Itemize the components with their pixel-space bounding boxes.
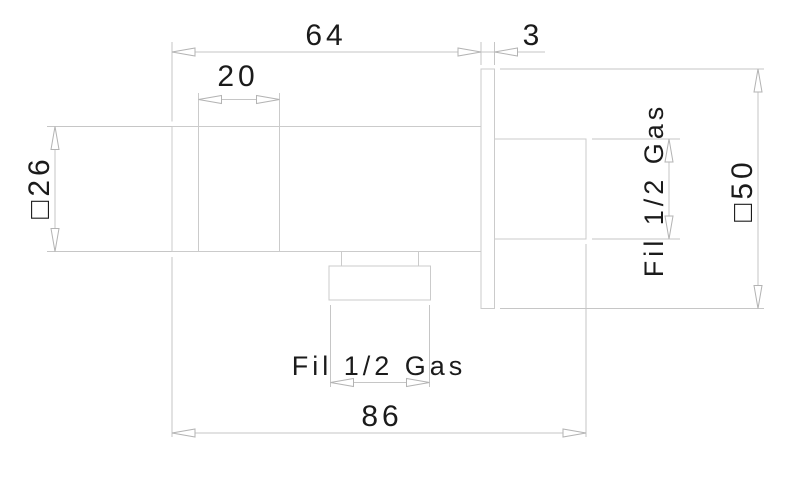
side-outlet-outline <box>494 138 587 240</box>
dim-label-side-thread: Fil 1/2 Gas <box>639 103 669 278</box>
dim-label-3: 3 <box>523 19 544 52</box>
arrow-down-icon <box>753 285 763 309</box>
wall-flange-outline <box>480 68 495 309</box>
valve-body-outline <box>171 126 482 252</box>
arrow-right-icon <box>457 47 482 57</box>
arrow-left-icon <box>198 94 222 105</box>
dim-label-64: 64 <box>305 19 346 52</box>
dimension-86: 86 <box>171 244 587 438</box>
dim-label-20: 20 <box>217 60 258 93</box>
part-geometry <box>171 68 587 309</box>
dimension-bottom-thread: Fil 1/2 Gas <box>292 305 467 388</box>
dimension-square-50: □50 <box>500 68 764 309</box>
dimension-20: 20 <box>198 60 280 105</box>
dim-label-square-50: □50 <box>726 158 759 222</box>
arrow-down-icon <box>50 228 60 252</box>
dim-label-square-26: □26 <box>23 155 56 219</box>
arrow-up-icon <box>753 68 763 93</box>
arrow-left-icon <box>171 428 196 438</box>
arrow-left-icon <box>171 47 196 57</box>
dimension-3: 3 <box>481 19 545 65</box>
dim-label-86: 86 <box>361 400 402 433</box>
arrow-left-icon <box>330 377 354 388</box>
dimension-side-thread: Fil 1/2 Gas <box>592 103 680 278</box>
dim-label-bottom-thread: Fil 1/2 Gas <box>292 351 467 381</box>
arrow-down-icon <box>664 215 674 240</box>
arrow-left-icon <box>494 47 518 57</box>
dimension-64: 64 <box>171 19 482 122</box>
arrow-up-icon <box>50 126 60 150</box>
arrow-right-icon <box>562 428 587 438</box>
bottom-nut-outline <box>328 265 431 301</box>
arrow-up-icon <box>664 138 674 163</box>
arrow-right-icon <box>256 94 280 105</box>
arrow-right-icon <box>406 377 430 388</box>
dimension-square-26: □26 <box>23 126 172 252</box>
